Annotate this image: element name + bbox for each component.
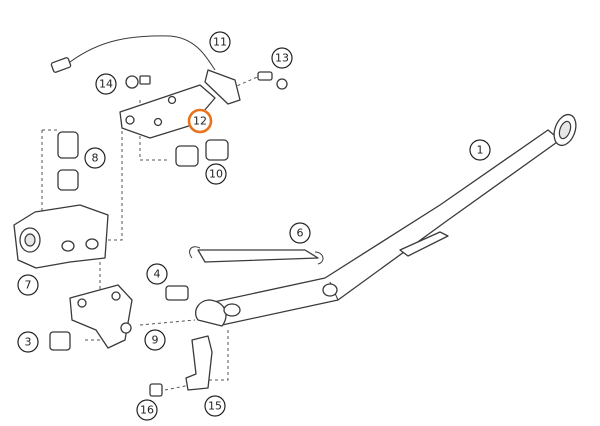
- callout-4: 4: [146, 263, 168, 285]
- callout-label-12: 12: [193, 115, 207, 128]
- callout-16: 16: [136, 399, 158, 421]
- bolts-8: [57, 131, 79, 191]
- callout-label-13: 13: [275, 52, 289, 65]
- callout-label-6: 6: [297, 227, 304, 240]
- part-11-sensor-cable: [50, 35, 241, 105]
- callout-11: 11: [209, 31, 231, 53]
- part-16-screw: [149, 383, 163, 397]
- part-9-stand-plate: [69, 284, 133, 349]
- part-15-switch-holder: [185, 335, 213, 391]
- callout-8: 8: [84, 147, 106, 169]
- callout-label-16: 16: [140, 404, 154, 417]
- callout-13: 13: [271, 47, 293, 69]
- callout-label-1: 1: [477, 144, 484, 157]
- callout-label-9: 9: [152, 334, 159, 347]
- callout-label-14: 14: [99, 78, 113, 91]
- callout-label-11: 11: [213, 36, 227, 49]
- callout-1: 1: [469, 139, 491, 161]
- part-1-side-stand-leg: [195, 113, 577, 327]
- callout-10: 10: [205, 163, 227, 185]
- part-7-mounting-bracket: [13, 204, 109, 269]
- callout-6: 6: [289, 222, 311, 244]
- bolts-10: [175, 139, 229, 167]
- callout-3: 3: [17, 331, 39, 353]
- callout-label-3: 3: [25, 336, 32, 349]
- callout-label-8: 8: [92, 152, 99, 165]
- part-14-nut: [125, 75, 151, 89]
- callout-9: 9: [144, 329, 166, 351]
- part-6-return-spring: [189, 246, 324, 265]
- callout-12: 12: [187, 108, 213, 134]
- callout-label-4: 4: [154, 268, 161, 281]
- callout-label-15: 15: [208, 400, 222, 413]
- callout-14: 14: [95, 73, 117, 95]
- part-13-screws: [257, 71, 288, 90]
- callout-15: 15: [204, 395, 226, 417]
- callout-label-7: 7: [25, 279, 32, 292]
- callout-label-10: 10: [209, 168, 223, 181]
- part-3-bushing: [49, 331, 71, 351]
- part-4-pin: [165, 285, 189, 301]
- callout-7: 7: [17, 274, 39, 296]
